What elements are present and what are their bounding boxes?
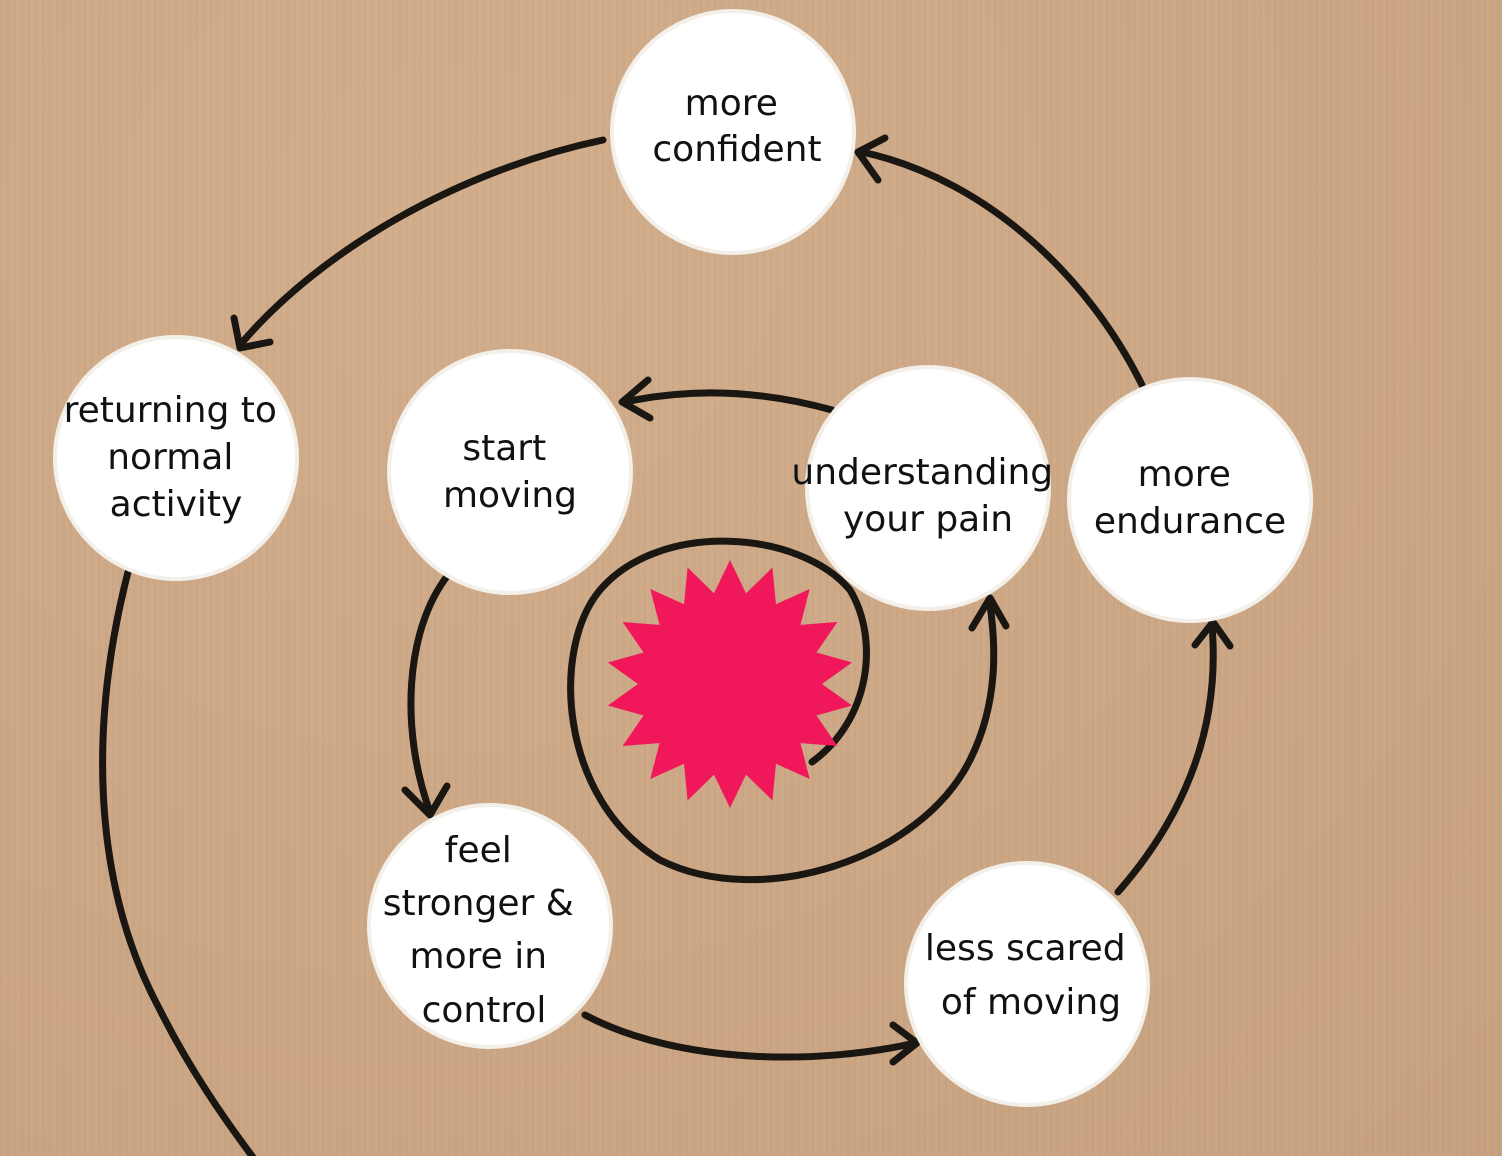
- arrow-head-returning: [230, 314, 274, 352]
- node-less-scared-of-moving: less scared of moving: [904, 861, 1150, 1107]
- node-label: start moving: [443, 428, 577, 516]
- arrow-head-understanding: [968, 594, 1010, 632]
- arrow-head-stronger: [401, 782, 451, 819]
- node-returning-to-normal-activity: returning to normal activity: [53, 335, 299, 581]
- arrow-stronger-to-scared: [581, 1011, 919, 1061]
- node-feel-stronger: feel stronger & more in control: [367, 803, 613, 1049]
- arrow-head-endurance: [1191, 618, 1234, 650]
- node-label: more confident: [652, 83, 821, 170]
- arrow-confident-to-returning: [236, 136, 607, 349]
- node-label: less scared of moving: [925, 928, 1137, 1023]
- node-label: feel stronger & more in control: [383, 830, 586, 1031]
- node-understanding-your-pain: understanding your pain: [791, 365, 1064, 611]
- arrow-head-scared: [889, 1021, 921, 1066]
- node-label: returning to normal activity: [64, 390, 289, 525]
- arrow-head-confident: [854, 134, 889, 184]
- node-label: more endurance: [1094, 454, 1286, 542]
- arrow-endurance-to-confident: [858, 148, 1146, 389]
- arrow-start-to-stronger: [407, 571, 452, 816]
- arrow-understanding-to-start: [621, 389, 836, 414]
- node-start-moving: start moving: [387, 349, 633, 595]
- node-more-confident: more confident: [610, 9, 856, 255]
- node-label: understanding your pain: [791, 452, 1064, 540]
- arrow-head-start: [618, 376, 654, 422]
- spiral-arrows: [99, 134, 1234, 1156]
- arrow-center-ring: [567, 537, 998, 884]
- node-more-endurance: more endurance: [1067, 377, 1313, 623]
- pain-burst-icon: [607, 560, 853, 808]
- arrow-scared-to-endurance: [1114, 621, 1217, 896]
- arrow-returning-outward: [99, 568, 257, 1156]
